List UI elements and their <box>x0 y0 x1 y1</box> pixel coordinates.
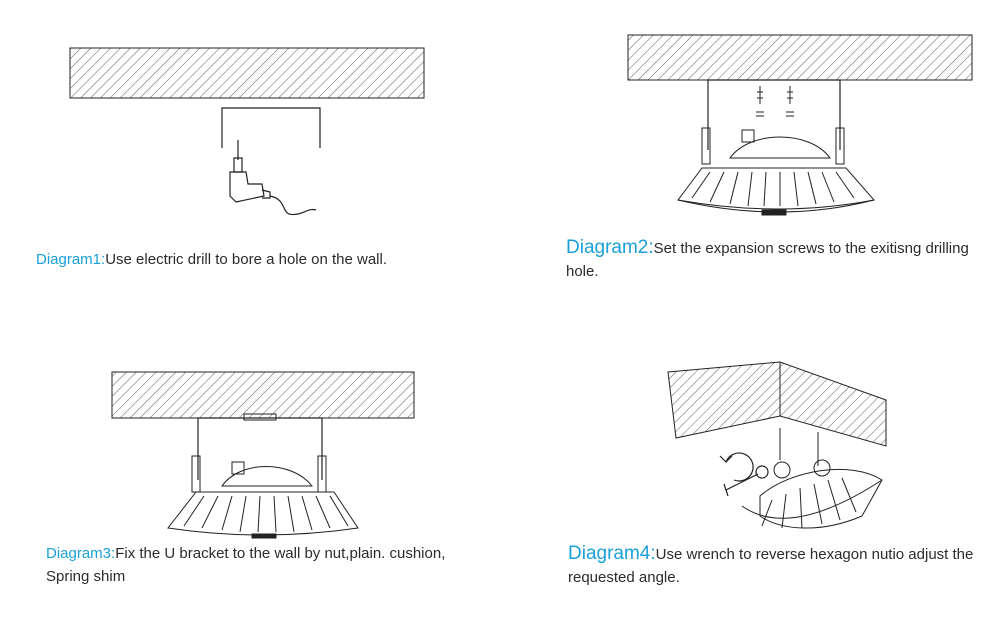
step-2-label: Diagram2: <box>566 237 654 258</box>
step-1-text: Use electric drill to bore a hole on the… <box>105 251 388 268</box>
diagram-4-illustration <box>667 361 887 529</box>
diagram-1: Diagram1:Use electric drill to bore a ho… <box>0 0 480 320</box>
ceiling-slab <box>69 47 425 99</box>
wrench-icon <box>723 465 769 497</box>
diagram-1-illustration <box>69 47 425 216</box>
diagram-2-illustration <box>627 34 973 216</box>
step-4-label: Diagram4: <box>568 543 656 564</box>
step-1-caption: Diagram1:Use electric drill to bore a ho… <box>36 248 456 271</box>
step-3-caption: Diagram3:Fix the U bracket to the wall b… <box>46 542 466 588</box>
diagram-3-illustration <box>111 371 415 539</box>
ceiling-slab-3d <box>667 361 887 447</box>
step-3-label: Diagram3: <box>46 545 116 562</box>
ceiling-slab <box>111 371 415 419</box>
rotate-arrow-icon <box>719 452 754 482</box>
high-bay-light-icon <box>167 455 359 539</box>
step-2-text: Set the expansion screws to the exitisng… <box>566 240 969 280</box>
ceiling-slab <box>627 34 973 81</box>
diagram-3: Diagram3:Fix the U bracket to the wall b… <box>0 320 480 639</box>
step-4-text: Use wrench to reverse hexagon nutio adju… <box>568 546 974 586</box>
electric-drill-icon <box>229 140 317 216</box>
tilted-high-bay-light-icon <box>741 428 883 529</box>
bracket-nut <box>243 413 277 421</box>
step-4-caption: Diagram4:Use wrench to reverse hexagon n… <box>568 542 976 589</box>
diagram-2: Diagram2:Set the expansion screws to the… <box>490 0 986 320</box>
u-bracket-outline <box>197 417 323 480</box>
u-bracket-outline <box>221 107 321 148</box>
step-2-caption: Diagram2:Set the expansion screws to the… <box>566 236 976 283</box>
u-bracket-outline <box>707 79 841 150</box>
step-1-label: Diagram1: <box>36 251 106 268</box>
high-bay-light-icon <box>677 127 875 216</box>
expansion-screws-icon <box>756 86 794 117</box>
step-3-text: Fix the U bracket to the wall by nut,pla… <box>46 545 446 585</box>
diagram-4: Diagram4:Use wrench to reverse hexagon n… <box>490 320 986 639</box>
